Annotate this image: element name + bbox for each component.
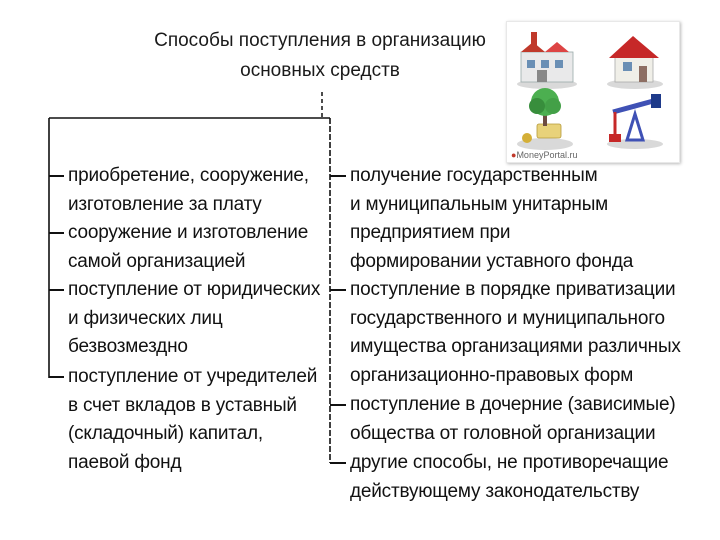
left-item-2-line-2: самой организацией <box>68 248 308 277</box>
left-item-4: поступление от учредителей в счет вкладо… <box>68 363 317 477</box>
left-item-4-line-3: (складочный) капитал, <box>68 420 317 449</box>
left-item-2: сооружение и изготовление самой организа… <box>68 219 308 276</box>
left-item-3: поступление от юридических и физических … <box>68 276 320 362</box>
right-item-4-line-1: другие способы, не противоречащие <box>350 449 668 478</box>
left-item-3-line-3: безвозмездно <box>68 333 320 362</box>
left-item-4-line-1: поступление от учредителей <box>68 363 317 392</box>
right-item-4-line-2: действующему законодательству <box>350 478 668 507</box>
right-item-1-line-4: формировании уставного фонда <box>350 248 633 277</box>
left-item-1: приобретение, сооружение, изготовление з… <box>68 162 309 219</box>
right-item-2-line-2: государственного и муниципального <box>350 305 681 334</box>
left-item-2-line-1: сооружение и изготовление <box>68 219 308 248</box>
watermark-text: MoneyPortal.ru <box>516 150 577 160</box>
house-icon <box>607 36 663 89</box>
right-item-1-line-2: и муниципальным унитарным <box>350 191 633 220</box>
right-item-4: другие способы, не противоречащие действ… <box>350 449 668 506</box>
oil-pump-icon <box>607 94 663 149</box>
right-item-3-line-1: поступление в дочерние (зависимые) <box>350 391 676 420</box>
right-item-2-line-3: имущества организациями различных <box>350 333 681 362</box>
tree-icon <box>517 88 573 150</box>
left-item-1-line-1: приобретение, сооружение, <box>68 162 309 191</box>
left-item-1-line-2: изготовление за плату <box>68 191 309 220</box>
right-item-1-line-3: предприятием при <box>350 219 633 248</box>
left-item-4-line-2: в счет вкладов в уставный <box>68 392 317 421</box>
illustration-panel: ●MoneyPortal.ru <box>506 21 680 163</box>
right-item-3-line-2: общества от головной организации <box>350 420 676 449</box>
left-item-3-line-1: поступление от юридических <box>68 276 320 305</box>
right-item-2-line-4: организационно-правовых форм <box>350 362 681 391</box>
watermark: ●MoneyPortal.ru <box>511 150 577 160</box>
left-item-3-line-2: и физических лиц <box>68 305 320 334</box>
left-item-4-line-4: паевой фонд <box>68 449 317 478</box>
factory-icon <box>517 32 577 89</box>
right-item-2-line-1: поступление в порядке приватизации <box>350 276 681 305</box>
right-item-2: поступление в порядке приватизации госуд… <box>350 276 681 390</box>
right-item-3: поступление в дочерние (зависимые) общес… <box>350 391 676 448</box>
right-item-1-line-1: получение государственным <box>350 162 633 191</box>
right-item-1: получение государственным и муниципальны… <box>350 162 633 276</box>
